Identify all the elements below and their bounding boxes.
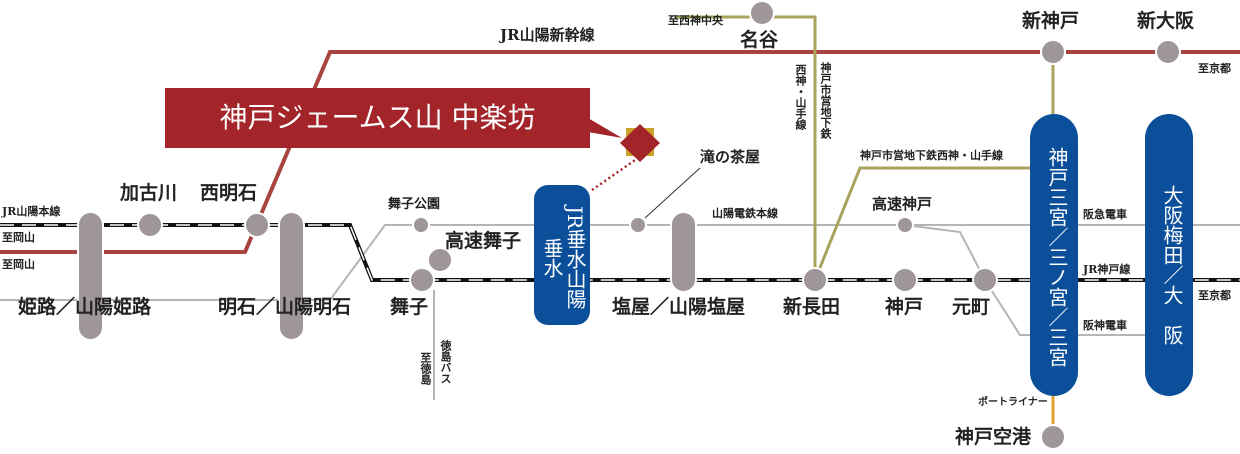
direction-kyoto: 至京都: [1198, 62, 1231, 75]
subway-label: 神戸市営地下鉄西神・山手線: [860, 149, 1003, 162]
station-tarumi[interactable]: [534, 185, 590, 325]
label-kobe: 神戸: [885, 296, 924, 318]
direction-seishin: 至西神中央: [668, 14, 723, 27]
direction-okayama: 至岡山: [2, 258, 35, 271]
subway-label-vertical-2: 西神・山手線: [794, 64, 807, 130]
hanshin-label: 阪神電車: [1083, 319, 1127, 332]
direction-kyoto: 至京都: [1198, 289, 1231, 302]
label-maikokoen: 舞子公園: [388, 197, 441, 212]
label-himeji: 姫路／山陽姫路: [18, 296, 152, 318]
label-kosokukobe: 高速神戸: [872, 195, 933, 213]
shinkansen-label: JR山陽新幹線: [500, 26, 595, 44]
station-himeji[interactable]: [77, 211, 104, 341]
sanyo-line: [0, 224, 1240, 301]
label-jr-tarumi: JR垂水: [563, 206, 587, 270]
label-shinnagata: 新長田: [783, 296, 841, 318]
subway-label-vertical: 神戸市営地下鉄: [819, 62, 832, 139]
subway-line: [675, 15, 817, 280]
label-kobeairport: 神戸空港: [955, 426, 1032, 448]
jr-sanyo-label: JR山陽本線: [2, 205, 61, 218]
label-sannomiya: 神戸三宮／三ノ宮／三宮: [1045, 147, 1069, 367]
hankyu-label: 阪急電車: [1083, 208, 1127, 221]
label-kosokumaiko: 高速舞子: [445, 230, 522, 252]
label-sanyo-tarumi: 山陽垂水: [540, 238, 587, 310]
label-myodani: 名谷: [740, 29, 779, 51]
jr-kobe-label: JR神戸線: [1083, 263, 1131, 276]
station-dots: [137, 0, 1181, 450]
tokushima-bus-label: 徳島バス: [439, 340, 452, 384]
label-tarumi: JR垂水山陽垂水: [538, 198, 587, 318]
label-akashi: 明石／山陽明石: [218, 296, 352, 318]
label-shioya: 塩屋／山陽塩屋: [612, 296, 746, 318]
direction-tokushima: 至徳島: [419, 352, 432, 385]
label-maiko: 舞子: [390, 296, 429, 318]
portliner-label: ポートライナー: [978, 397, 1048, 408]
label-shinkobe: 新神戸: [1022, 10, 1080, 32]
station-sannomiya[interactable]: [1030, 114, 1078, 396]
label-motomachi: 元町: [952, 296, 991, 318]
station-shioya[interactable]: [670, 211, 697, 293]
sanyo-label: 山陽電鉄本線: [712, 207, 778, 220]
label-nishiakashi: 西明石: [200, 182, 258, 204]
station-osaka[interactable]: [1145, 114, 1193, 396]
direction-okayama: 至岡山: [2, 231, 35, 244]
label-kakogawa: 加古川: [120, 182, 178, 204]
property-title: 神戸ジェームス山 中楽坊: [165, 88, 590, 148]
label-takinochaya: 滝の茶屋: [700, 148, 761, 166]
label-osaka: 大阪梅田／大 阪: [1160, 185, 1184, 345]
shinkansen-line: [0, 50, 1240, 254]
station-akashi[interactable]: [278, 211, 305, 341]
label-shinosaka: 新大阪: [1137, 10, 1195, 32]
